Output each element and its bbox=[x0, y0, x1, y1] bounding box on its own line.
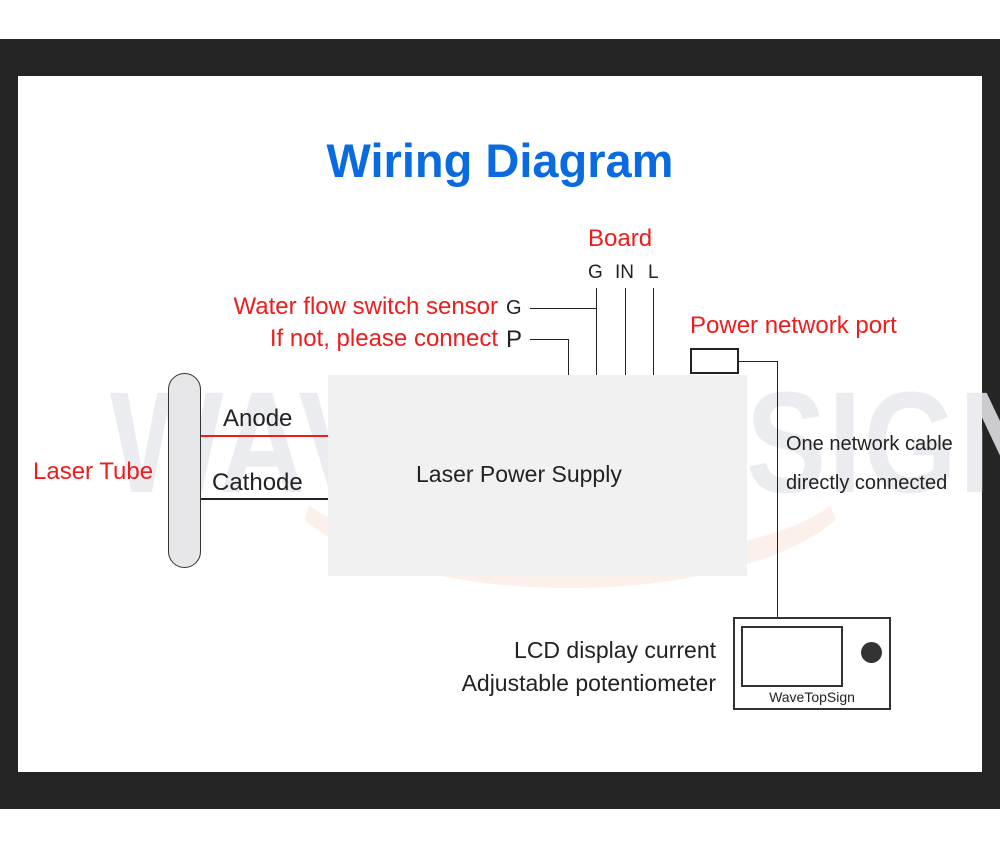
wire-water-flow-g bbox=[530, 308, 596, 309]
wire-p-vertical bbox=[568, 339, 569, 376]
display-line2: Adjustable potentiometer bbox=[461, 670, 716, 696]
wire-p-horizontal bbox=[530, 339, 568, 340]
wire-anode bbox=[201, 435, 328, 437]
lcd-screen-icon bbox=[741, 626, 843, 687]
network-cable-line2: directly connected bbox=[786, 472, 948, 494]
wire-network-horizontal bbox=[739, 361, 777, 362]
if-not-label: If not, please connect bbox=[269, 325, 498, 352]
page-title: Wiring Diagram bbox=[326, 134, 674, 187]
anode-label: Anode bbox=[223, 405, 293, 432]
wire-board-l bbox=[653, 288, 654, 376]
board-pin-in: IN bbox=[615, 262, 634, 283]
laser-tube-icon bbox=[168, 373, 201, 568]
water-flow-pin-g: G bbox=[506, 297, 522, 319]
network-port-icon bbox=[690, 348, 739, 374]
laser-power-supply-label: Laser Power Supply bbox=[416, 461, 622, 487]
display-line1: LCD display current bbox=[514, 637, 716, 663]
device-brand-label: WaveTopSign bbox=[769, 689, 855, 705]
board-pin-l: L bbox=[648, 262, 659, 283]
board-pin-g: G bbox=[588, 262, 603, 283]
water-flow-label: Water flow switch sensor bbox=[233, 293, 498, 320]
board-label: Board bbox=[588, 225, 653, 252]
wire-network-vertical bbox=[777, 361, 778, 618]
laser-tube-label: Laser Tube bbox=[33, 458, 154, 485]
network-cable-line1: One network cable bbox=[786, 433, 953, 455]
wire-board-g bbox=[596, 288, 597, 376]
wire-cathode bbox=[201, 498, 328, 500]
cathode-label: Cathode bbox=[212, 469, 303, 496]
lcd-controller-device bbox=[733, 617, 891, 710]
wire-board-in bbox=[625, 288, 626, 376]
laser-power-supply-box bbox=[328, 375, 747, 576]
power-network-port-label: Power network port bbox=[690, 312, 897, 339]
potentiometer-knob-icon bbox=[861, 642, 882, 663]
if-not-pin-p: P bbox=[506, 326, 523, 353]
